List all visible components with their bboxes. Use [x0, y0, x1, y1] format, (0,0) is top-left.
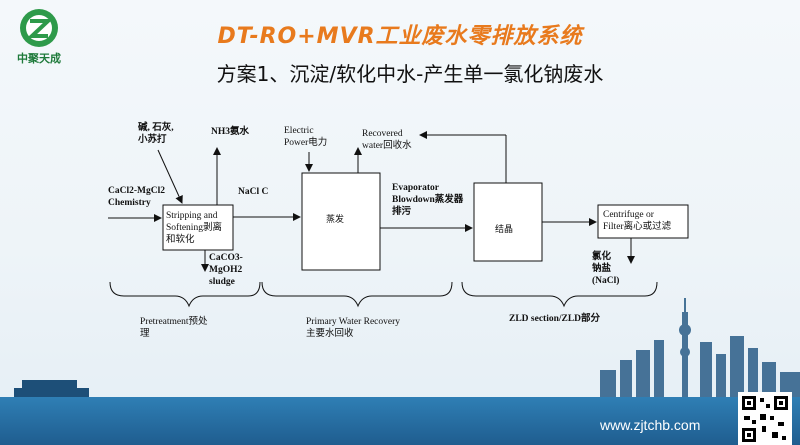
chemicals-arrow	[157, 149, 183, 204]
evaporation-text: 蒸发	[326, 215, 345, 225]
chemicals-label: 碱, 石灰, 小苏打	[138, 123, 174, 145]
nh3-label: NH3氨水	[211, 127, 250, 137]
page-title: DT-RO+MVR工业废水零排放系统	[217, 24, 583, 49]
company-logo	[20, 9, 58, 47]
evaporation-box	[301, 172, 381, 271]
logo-text: 中聚天成	[17, 52, 61, 65]
qr-code-icon	[738, 392, 792, 445]
stripping-softening-text: Stripping and Softening剥离 和软化	[166, 211, 222, 245]
zld-brace	[461, 281, 658, 308]
crystallization-box	[473, 182, 543, 262]
crystallization-text: 结晶	[495, 225, 514, 235]
recovered-water-label: Recovered water回收水	[362, 129, 412, 151]
city-skyline	[600, 298, 800, 400]
primary-recovery-label: Primary Water Recovery 主要水回收	[306, 317, 401, 339]
website-url[interactable]: www.zjtchb.com	[600, 417, 701, 433]
pretreatment-brace	[109, 281, 261, 308]
centrifuge-text: Centrifuge or Filter离心或过滤	[603, 210, 672, 232]
salt-label: 氯化 钠盐 (NaCl)	[592, 252, 620, 286]
sludge-label: CaCO3- MgOH2 sludge	[209, 253, 243, 287]
feed-label: CaCl2-MgCl2 Chemistry	[108, 186, 165, 208]
sea-band	[0, 397, 800, 445]
primary-brace	[261, 281, 453, 308]
boat-graphic	[14, 380, 89, 397]
electric-label: Electric Power电力	[284, 126, 328, 148]
pretreatment-label: Pretreatment预处 理	[140, 317, 208, 339]
nacl-c-label: NaCl C	[238, 187, 269, 197]
centrifuge-box	[597, 204, 689, 239]
page-subtitle: 方案1、沉淀/软化中水-产生单一氯化钠废水	[216, 62, 604, 86]
blowdown-label: Evaporator Blowdown蒸发器 排污	[392, 183, 464, 217]
stripping-softening-box	[162, 204, 234, 251]
zld-section-label: ZLD section/ZLD部分	[509, 314, 601, 324]
